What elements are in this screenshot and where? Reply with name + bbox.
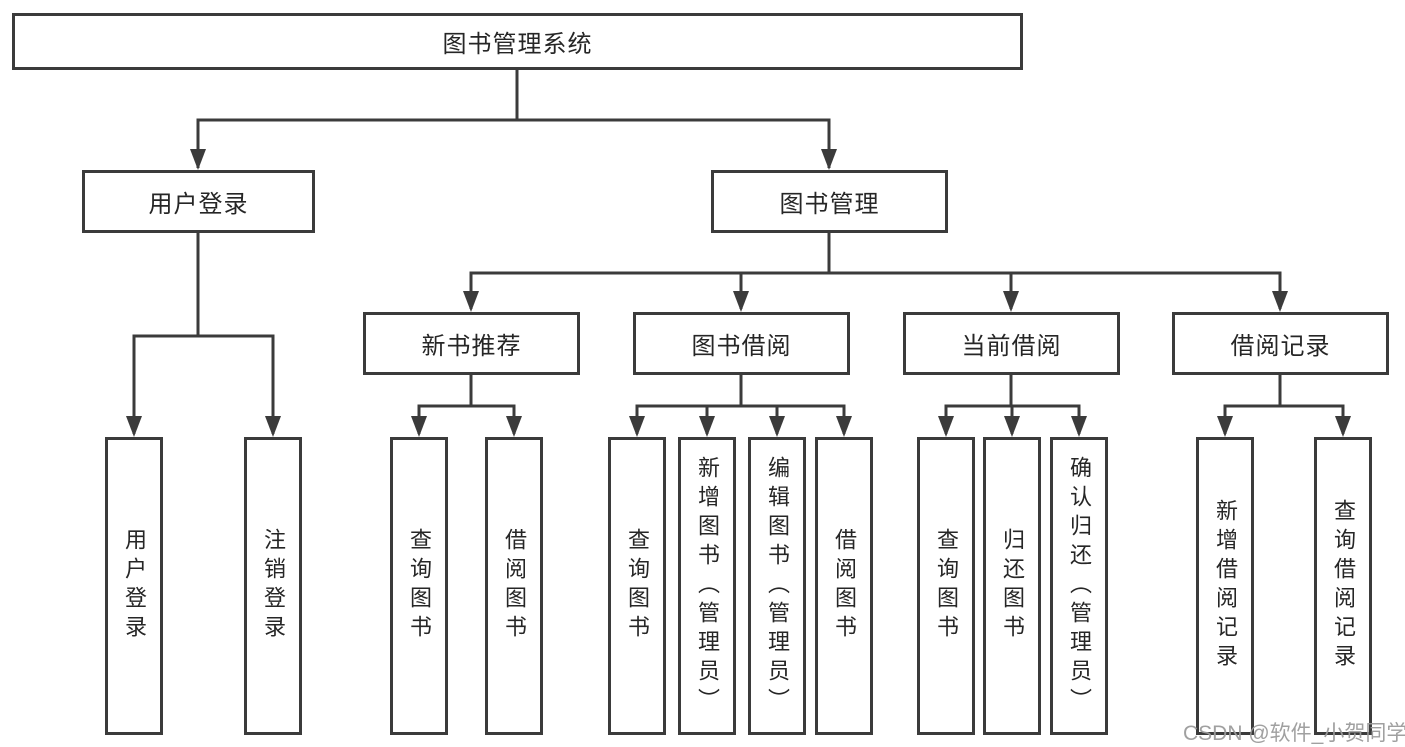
leaf-query-books-borrow: 查询图书: [608, 437, 666, 735]
node-book-borrow-label: 图书借阅: [691, 333, 792, 360]
leaf-user-login-label: 用户登录: [122, 528, 147, 644]
leaf-logout-label: 注销登录: [261, 528, 286, 644]
leaf-add-books-admin: 新增图书（管理员）: [678, 437, 736, 735]
leaf-add-borrow-record: 新增借阅记录: [1196, 437, 1254, 735]
node-current-borrow-label: 当前借阅: [961, 333, 1062, 360]
leaf-query-borrow-record: 查询借阅记录: [1314, 437, 1372, 735]
node-new-book-recommend: 新书推荐: [363, 312, 580, 375]
leaf-return-books: 归还图书: [983, 437, 1041, 735]
leaf-return-books-label: 归还图书: [1000, 528, 1025, 644]
node-root-label: 图书管理系统: [442, 31, 593, 58]
node-book-borrow: 图书借阅: [633, 312, 850, 375]
leaf-query-books-current: 查询图书: [917, 437, 975, 735]
leaf-query-books-current-label: 查询图书: [934, 528, 959, 644]
leaf-borrow-books-label: 借阅图书: [832, 528, 857, 644]
node-book-management: 图书管理: [711, 170, 948, 233]
node-borrow-records: 借阅记录: [1172, 312, 1389, 375]
leaf-query-books-recommend: 查询图书: [390, 437, 448, 735]
leaf-edit-books-admin-label: 编辑图书（管理员）: [765, 455, 790, 717]
leaf-confirm-return-admin-label: 确认归还（管理员）: [1067, 455, 1092, 717]
leaf-borrow-books: 借阅图书: [815, 437, 873, 735]
leaf-confirm-return-admin: 确认归还（管理员）: [1050, 437, 1108, 735]
leaf-borrow-books-recommend: 借阅图书: [485, 437, 543, 735]
watermark: CSDN @软件_小贺同学: [1183, 722, 1405, 745]
leaf-user-login: 用户登录: [105, 437, 163, 735]
node-book-management-label: 图书管理: [779, 191, 880, 218]
leaf-borrow-books-recommend-label: 借阅图书: [502, 528, 527, 644]
leaf-query-books-recommend-label: 查询图书: [407, 528, 432, 644]
node-user-login: 用户登录: [82, 170, 315, 233]
leaf-add-books-admin-label: 新增图书（管理员）: [695, 455, 720, 717]
node-current-borrow: 当前借阅: [903, 312, 1120, 375]
leaf-add-borrow-record-label: 新增借阅记录: [1213, 499, 1238, 673]
leaf-logout: 注销登录: [244, 437, 302, 735]
node-new-book-recommend-label: 新书推荐: [421, 333, 522, 360]
node-root: 图书管理系统: [12, 13, 1023, 70]
node-borrow-records-label: 借阅记录: [1230, 333, 1331, 360]
node-user-login-label: 用户登录: [148, 191, 249, 218]
leaf-query-borrow-record-label: 查询借阅记录: [1331, 499, 1356, 673]
leaf-edit-books-admin: 编辑图书（管理员）: [748, 437, 806, 735]
leaf-query-books-borrow-label: 查询图书: [625, 528, 650, 644]
